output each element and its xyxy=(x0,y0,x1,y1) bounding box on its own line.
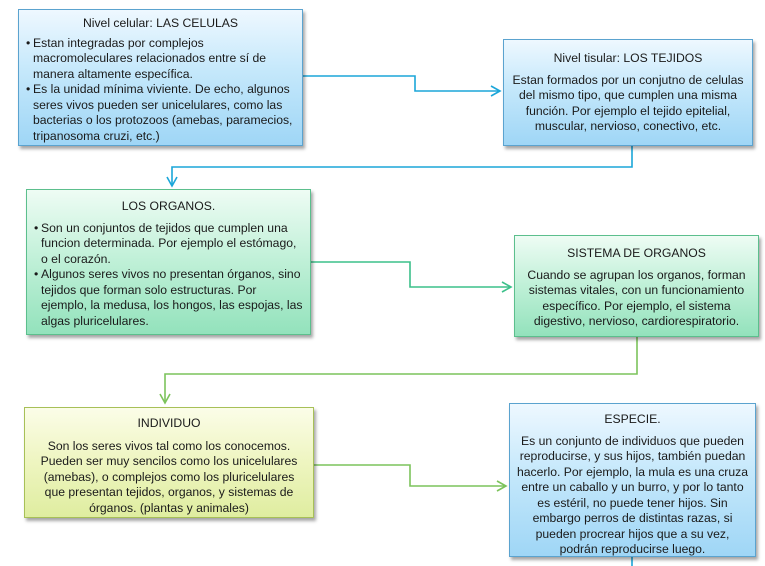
connector-individuo-especie xyxy=(314,464,506,487)
bullet-item: Es la unidad mínima viviente. De echo, a… xyxy=(26,82,295,144)
box-los-organos: LOS ORGANOS. Son un conjuntos de tejidos… xyxy=(26,189,311,335)
box-text: Es un conjunto de individuos que pueden … xyxy=(517,433,749,557)
bullet-item: Son un conjuntos de tejidos que cumplen … xyxy=(34,221,303,268)
arrowhead-sistema-individuo xyxy=(159,393,171,405)
box-text: Estan formados por un conjutno de celula… xyxy=(512,72,744,134)
bullet-item: Algunos seres vivos no presentan órganos… xyxy=(34,267,303,329)
bullet-item: Estan integradas por complejos macromole… xyxy=(26,36,295,83)
box-title: INDIVIDUO xyxy=(137,416,201,430)
connector-organos-sistema xyxy=(311,261,511,288)
box-especie: ESPECIE. Es un conjunto de individuos qu… xyxy=(509,403,756,557)
box-nivel-celular: Nivel celular: LAS CELULAS Estan integra… xyxy=(18,9,303,146)
box-nivel-tisular: Nivel tisular: LOS TEJIDOS Estan formado… xyxy=(503,39,753,146)
arrowhead-celular-tisular xyxy=(490,85,502,97)
box-individuo: INDIVIDUO Son los seres vivos tal como l… xyxy=(24,407,314,518)
box-title: Nivel tisular: LOS TEJIDOS xyxy=(553,51,703,65)
box-text: Son los seres vivos tal como los conocem… xyxy=(40,438,298,515)
connector-tisular-organos xyxy=(171,146,633,186)
arrowhead-organos-sistema xyxy=(501,281,513,293)
connector-celular-tisular xyxy=(303,75,500,92)
box-title: SISTEMA DE ORGANOS xyxy=(567,246,706,260)
box-title: LOS ORGANOS. xyxy=(121,199,216,213)
arrowhead-tisular-organos xyxy=(166,176,178,188)
connector-sistema-individuo xyxy=(164,337,638,403)
box-text: Cuando se agrupan los organos, forman si… xyxy=(527,267,746,329)
box-title: ESPECIE. xyxy=(604,412,661,426)
box-title: Nivel celular: LAS CELULAS xyxy=(82,16,239,30)
arrowhead-individuo-especie xyxy=(496,480,508,492)
box-sistema-de-organos: SISTEMA DE ORGANOS Cuando se agrupan los… xyxy=(514,235,759,337)
